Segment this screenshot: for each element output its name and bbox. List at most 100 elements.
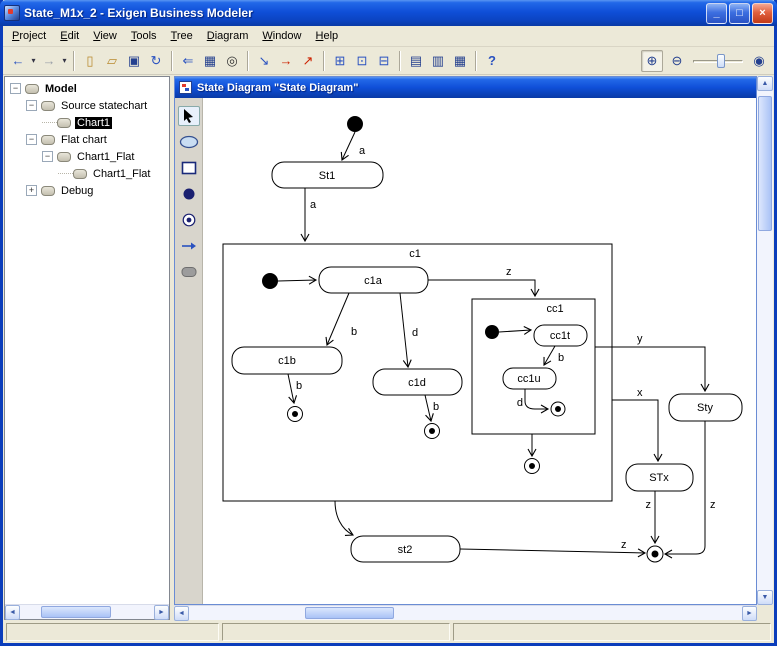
scroll-left-icon[interactable]: ◄ bbox=[174, 606, 189, 621]
goto-usage-icon[interactable]: ↗ bbox=[302, 52, 314, 68]
rounded-rectangle-tool-icon[interactable] bbox=[178, 262, 200, 282]
back-button-icon[interactable]: ← bbox=[11, 53, 25, 68]
transition-c1a-to-c1d[interactable] bbox=[399, 292, 412, 369]
zoom-slider-thumb[interactable] bbox=[717, 53, 725, 68]
tree-item-source-statechart[interactable]: − Source statechart bbox=[5, 97, 169, 114]
final-state-bottom-right[interactable] bbox=[646, 545, 664, 563]
transition-c1a-to-c1b[interactable] bbox=[325, 292, 350, 347]
diagram-hscroll-thumb[interactable] bbox=[305, 607, 394, 619]
state-St1[interactable] bbox=[271, 161, 384, 189]
transition-init-to-cc1t[interactable] bbox=[498, 325, 533, 335]
sync-diagram-icon[interactable]: ⊡ bbox=[356, 52, 368, 68]
tree-horizontal-scrollbar[interactable]: ◄ ► bbox=[5, 604, 169, 620]
tree-scroll-thumb[interactable] bbox=[41, 606, 112, 618]
tree-expander-icon[interactable]: − bbox=[10, 83, 21, 94]
tree-expander-icon[interactable]: − bbox=[26, 134, 37, 145]
goto-definition-icon[interactable]: ↘ bbox=[258, 52, 270, 68]
state-rectangle-tool-icon[interactable] bbox=[178, 158, 200, 178]
export-diagram-icon[interactable]: ⊟ bbox=[378, 52, 390, 68]
final-state-c1b[interactable] bbox=[287, 406, 303, 422]
transition-cc1t-to-cc1u[interactable] bbox=[543, 345, 556, 366]
diagram-canvas[interactable]: c1 cc1 St1 c1a c1b c1d bbox=[203, 98, 756, 604]
menu-help[interactable]: Help bbox=[315, 29, 339, 42]
tree-item-label[interactable]: Source statechart bbox=[61, 99, 148, 112]
state-diagram-title-bar[interactable]: State Diagram "State Diagram" bbox=[175, 77, 756, 98]
zoom-fit-icon[interactable]: ◉ bbox=[753, 52, 765, 68]
menu-tools[interactable]: Tools bbox=[130, 29, 157, 42]
transition-tool-icon[interactable] bbox=[178, 236, 200, 256]
minimize-button[interactable]: _ bbox=[706, 2, 727, 24]
zoom-out-icon[interactable]: ⊖ bbox=[671, 52, 683, 68]
menu-edit[interactable]: Edit bbox=[60, 29, 80, 42]
transition-c1d-to-final[interactable] bbox=[424, 394, 434, 423]
maximize-button[interactable]: □ bbox=[729, 2, 750, 24]
transition-c1-to-st2[interactable] bbox=[334, 500, 354, 536]
scroll-right-icon[interactable]: ► bbox=[742, 606, 757, 621]
tree-item-chart1-flat-child[interactable]: Chart1_Flat bbox=[5, 165, 169, 182]
state-ellipse-tool-icon[interactable] bbox=[178, 132, 200, 152]
final-state-c1-bottom[interactable] bbox=[524, 458, 540, 474]
open-model-icon[interactable]: ▱ bbox=[107, 52, 117, 68]
final-state-cc1u[interactable] bbox=[550, 401, 566, 417]
menu-view[interactable]: View bbox=[93, 29, 117, 42]
tree-expander-icon[interactable]: − bbox=[42, 151, 53, 162]
zoom-slider[interactable] bbox=[691, 52, 745, 70]
transition-st2-to-final[interactable] bbox=[459, 548, 647, 558]
state-cc1u[interactable] bbox=[502, 367, 557, 390]
forward-dropdown-icon[interactable]: ▾ bbox=[62, 56, 67, 65]
navigate-back-icon[interactable]: ⇐ bbox=[182, 52, 194, 68]
state-cc1t[interactable] bbox=[533, 324, 588, 347]
find-icon[interactable]: ◎ bbox=[226, 52, 238, 68]
diagram-vscroll-track[interactable] bbox=[757, 91, 773, 590]
tree-item-label[interactable]: Flat chart bbox=[61, 133, 107, 146]
diagram-vertical-scrollbar[interactable]: ▲ ▼ bbox=[757, 76, 773, 605]
menu-tree[interactable]: Tree bbox=[170, 29, 193, 42]
initial-state-c1[interactable] bbox=[262, 273, 278, 289]
refresh-icon[interactable]: ↻ bbox=[150, 52, 162, 68]
final-state-tool-icon[interactable] bbox=[178, 210, 200, 230]
transition-init-to-c1a[interactable] bbox=[277, 275, 318, 285]
tree-expander-icon[interactable]: + bbox=[26, 185, 37, 196]
tile-vertical-icon[interactable]: ▦ bbox=[453, 52, 467, 68]
state-STx[interactable] bbox=[625, 463, 694, 492]
tree-item-model[interactable]: − Model bbox=[5, 80, 169, 97]
tree-item-label[interactable]: Chart1_Flat bbox=[93, 167, 151, 180]
diagram-hscroll-track[interactable] bbox=[189, 606, 742, 620]
menu-diagram[interactable]: Diagram bbox=[206, 29, 249, 42]
cascade-windows-icon[interactable]: ▤ bbox=[409, 52, 423, 68]
scroll-left-icon[interactable]: ◄ bbox=[5, 605, 20, 620]
tree-item-label[interactable]: Chart1_Flat bbox=[77, 150, 135, 163]
select-tool-icon[interactable] bbox=[177, 106, 200, 126]
tree-expander-icon[interactable]: − bbox=[26, 100, 37, 111]
tree-item-label[interactable]: Chart1 bbox=[75, 116, 113, 129]
tree-item-chart1[interactable]: Chart1 bbox=[5, 114, 169, 131]
transition-cc1u-to-final[interactable] bbox=[524, 389, 550, 414]
save-icon[interactable]: ▣ bbox=[127, 52, 141, 68]
table-view-icon[interactable]: ▦ bbox=[203, 52, 217, 68]
composite-state-cc1[interactable] bbox=[471, 298, 596, 435]
scroll-up-icon[interactable]: ▲ bbox=[757, 76, 773, 91]
tree-item-flat-chart[interactable]: − Flat chart bbox=[5, 131, 169, 148]
close-button[interactable]: × bbox=[752, 2, 773, 24]
state-c1b[interactable] bbox=[231, 346, 343, 375]
transition-c1a-to-cc1[interactable] bbox=[428, 279, 540, 298]
tree-item-label[interactable]: Model bbox=[45, 82, 77, 95]
tree-item-chart1-flat[interactable]: − Chart1_Flat bbox=[5, 148, 169, 165]
scroll-down-icon[interactable]: ▼ bbox=[757, 590, 773, 605]
tree-item-debug[interactable]: + Debug bbox=[5, 182, 169, 199]
state-c1d[interactable] bbox=[372, 368, 463, 396]
initial-state-top[interactable] bbox=[347, 116, 363, 132]
tree-scroll-track[interactable] bbox=[20, 605, 154, 619]
goto-target-icon[interactable]: → bbox=[279, 53, 293, 68]
scroll-right-icon[interactable]: ► bbox=[154, 605, 169, 620]
new-model-icon[interactable]: ▯ bbox=[86, 52, 94, 68]
menu-window[interactable]: Window bbox=[262, 29, 302, 42]
final-state-c1d[interactable] bbox=[424, 423, 440, 439]
transition-init-to-St1[interactable] bbox=[340, 131, 356, 162]
forward-button-icon[interactable]: → bbox=[42, 53, 56, 68]
back-dropdown-icon[interactable]: ▾ bbox=[31, 56, 36, 65]
tile-horizontal-icon[interactable]: ▥ bbox=[431, 52, 445, 68]
help-icon[interactable]: ? bbox=[488, 53, 496, 68]
tree-item-label[interactable]: Debug bbox=[61, 184, 94, 197]
initial-state-cc1[interactable] bbox=[485, 325, 499, 339]
